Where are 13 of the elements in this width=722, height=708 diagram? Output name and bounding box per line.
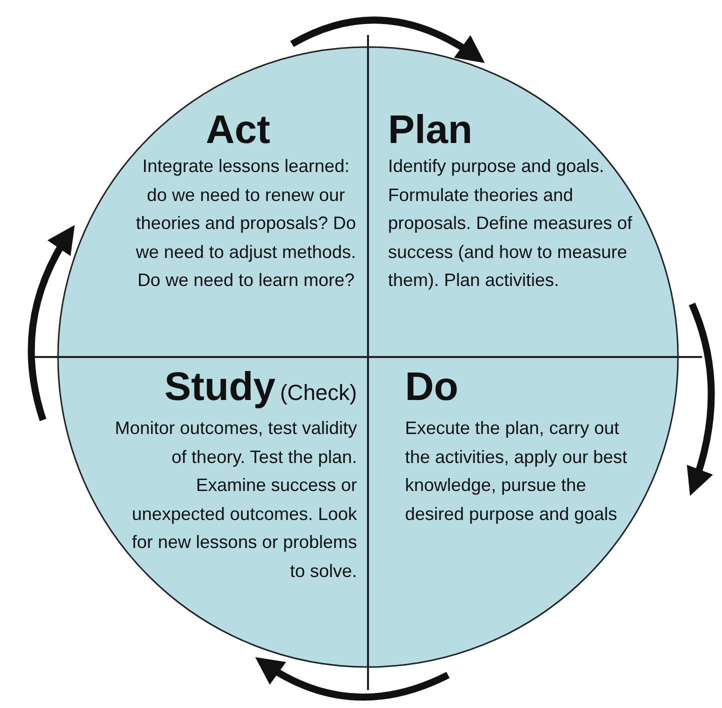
description-text: Identify purpose and goals. Formulate theories and proposals. Define measures of success (and how to measure them). Plan activities. [388,155,634,292]
description-text: Monitor outcomes, test validity of theory. Test the plan. Examine success or unexpected outcomes. Look for new lessons or problems to solve. [114,417,357,582]
cycle-arrow [686,302,715,496]
cycle-arrow [28,224,74,421]
heading: Plan [388,108,474,152]
cycle-arrow [254,657,450,701]
heading: Act [204,108,272,152]
heading: Study [164,365,276,409]
description-text: Integrate lessons learned: do we need to renew our theories and proposals? Do we need to adjust methods. Do we need to learn more? [134,155,358,292]
heading: Do [405,365,460,409]
cycle-arrow [290,16,485,63]
subheading: (Check) [280,380,357,405]
description-text: Execute the plan, carry out the activities, apply our best knowledge, pursue the desired purpose and goals [405,417,628,526]
